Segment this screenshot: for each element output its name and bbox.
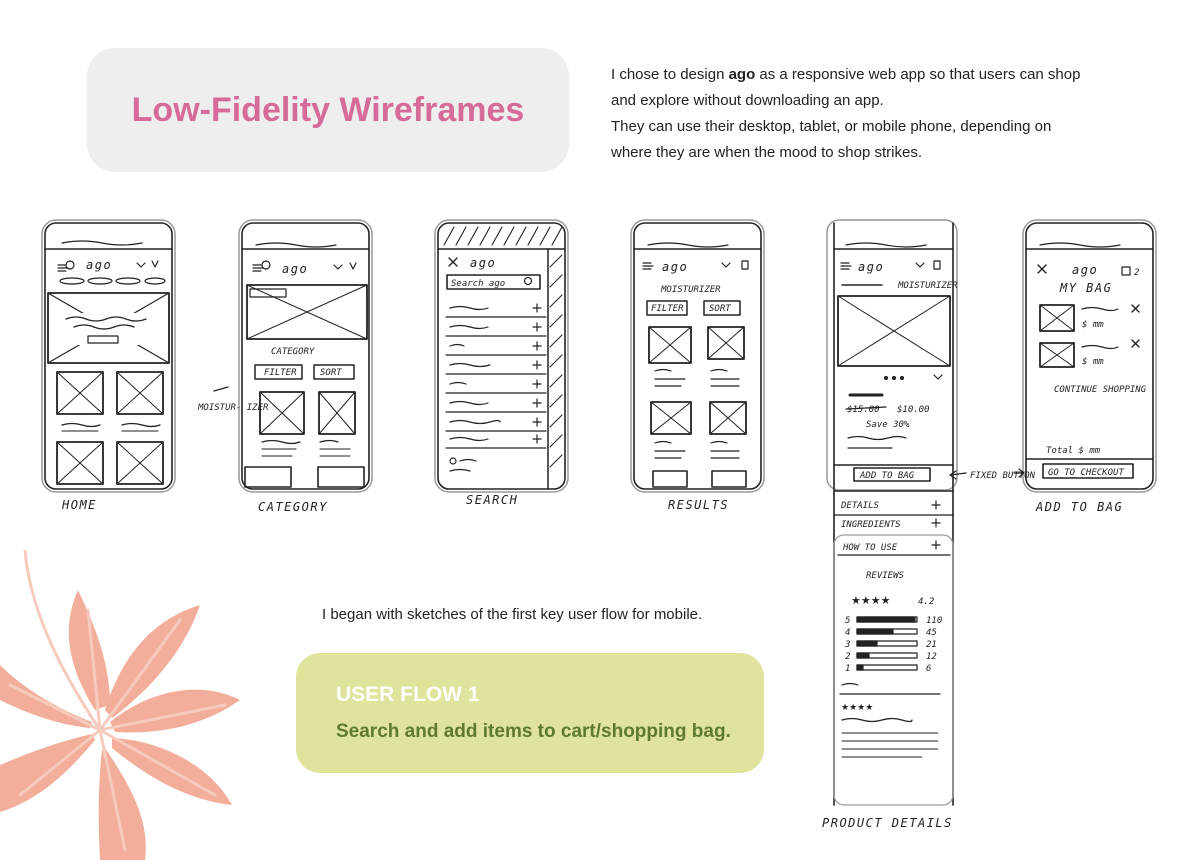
bag-heading: MY BAG <box>1059 281 1112 295</box>
review-count-2: 12 <box>926 652 937 662</box>
user-flow-title: USER FLOW 1 <box>336 683 480 706</box>
product-add-to-bag-button: ADD TO BAG <box>859 471 915 481</box>
review-count-1: 6 <box>926 664 931 674</box>
bag-count: 2 <box>1134 268 1139 278</box>
search-wireframe: ago Search ago SEARCH <box>434 219 569 507</box>
results-wireframe: ago MOISTURIZER FILTER SORT RESULTS <box>630 219 765 512</box>
review-count-4: 45 <box>926 628 937 638</box>
home-label: HOME <box>61 498 97 512</box>
product-category-note: MOISTURIZER <box>897 281 958 291</box>
results-sort-button: SORT <box>709 304 731 314</box>
review-count-5: 110 <box>926 616 942 626</box>
results-heading: MOISTURIZER <box>660 285 721 295</box>
category-logo: ago <box>282 262 308 276</box>
home-logo: ago <box>86 258 112 272</box>
search-label: SEARCH <box>466 493 518 507</box>
wireframe-sketches: ago HOME ago CATEGORY <box>41 219 1157 830</box>
intro-paragraph-2: They can use their desktop, tablet, or m… <box>611 118 1052 161</box>
intro-paragraph-1: I chose to design ago as a responsive we… <box>611 62 1081 114</box>
title-card: Low-Fidelity Wireframes <box>87 48 569 172</box>
results-logo: ago <box>662 260 688 274</box>
product-logo: ago <box>858 260 884 274</box>
search-field-placeholder: Search ago <box>451 279 505 289</box>
product-details-wireframe: ago MOISTURIZER $15.00 $10.00 Save 30% A… <box>822 219 1036 830</box>
review-star-3: 3 <box>844 640 850 650</box>
go-to-checkout-button: GO TO CHECKOUT <box>1048 468 1124 478</box>
review-star-2: 2 <box>845 652 850 662</box>
category-filter-button: FILTER <box>264 368 297 378</box>
user-flow-subtitle: Search and add items to cart/shopping ba… <box>336 721 731 742</box>
sketch-intro-text: I began with sketches of the first key u… <box>322 606 703 623</box>
page-title: Low-Fidelity Wireframes <box>131 90 525 129</box>
review-stars-small: ★★★★ <box>841 703 873 713</box>
bag-total: Total $ mm <box>1046 446 1101 456</box>
review-star-4: 4 <box>845 628 850 638</box>
bag-item-1-price: $ mm <box>1082 320 1104 330</box>
add-to-bag-label: ADD TO BAG <box>1035 500 1123 514</box>
product-save: Save 30% <box>866 420 910 430</box>
search-logo: ago <box>470 256 496 270</box>
product-rating-value: 4.2 <box>918 597 934 607</box>
review-star-1: 1 <box>845 664 850 674</box>
review-star-5: 5 <box>845 616 850 626</box>
bag-item-2-price: $ mm <box>1082 357 1104 367</box>
category-heading: CATEGORY <box>271 347 315 357</box>
results-filter-button: FILTER <box>651 304 684 314</box>
review-count-3: 21 <box>926 640 937 650</box>
product-how-to-use-row: HOW TO USE <box>842 543 898 553</box>
fixed-button-note: FIXED BUTTON <box>970 471 1036 481</box>
brand-name: ago <box>728 66 756 83</box>
bag-logo: ago <box>1072 263 1098 277</box>
category-label: CATEGORY <box>258 500 328 514</box>
product-old-price: $15.00 <box>847 405 880 415</box>
product-rating-stars: ★★★★ <box>851 594 891 607</box>
category-sort-button: SORT <box>320 368 342 378</box>
product-details-row: DETAILS <box>840 501 880 511</box>
results-label: RESULTS <box>668 498 729 512</box>
intro-text-end: as a responsive web app so that users ca… <box>611 66 1081 109</box>
continue-shopping-link: CONTINUE SHOPPING <box>1054 385 1147 395</box>
intro-text-start: I chose to design <box>611 66 729 83</box>
product-new-price: $10.00 <box>897 405 930 415</box>
product-details-label: PRODUCT DETAILS <box>822 816 953 830</box>
intro-text: I chose to design ago as a responsive we… <box>611 62 1081 166</box>
leaf-decoration <box>0 550 240 860</box>
product-ingredients-row: INGREDIENTS <box>841 520 901 530</box>
user-flow-card: USER FLOW 1 Search and add items to cart… <box>296 653 764 773</box>
category-wireframe: ago CATEGORY FILTER SORT MOISTUR- IZER C… <box>197 219 373 514</box>
add-to-bag-wireframe: ago 2 MY BAG $ mm $ mm CONTINUE SHOPPING… <box>1013 219 1157 514</box>
category-side-note: MOISTUR- IZER <box>197 403 269 413</box>
product-reviews-heading: REVIEWS <box>866 571 905 581</box>
home-wireframe: ago HOME <box>41 219 176 512</box>
